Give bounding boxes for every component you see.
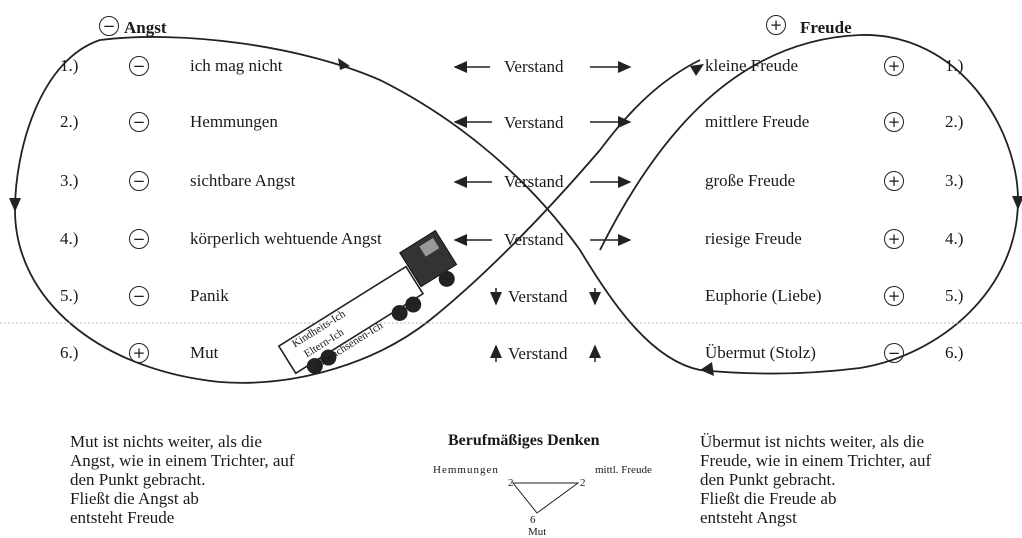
right-row-number: 2.) — [945, 112, 964, 131]
loop-arrow-top-right — [690, 64, 704, 76]
right-explanation-line: Übermut ist nichts weiter, als die — [700, 432, 925, 451]
truck-window — [419, 237, 440, 257]
left-explanation-line: Fließt die Angst ab — [70, 489, 199, 508]
left-row-label: ich mag nicht — [190, 56, 283, 75]
left-row-label: sichtbare Angst — [190, 171, 296, 190]
right-explanation-line: Fließt die Freude ab — [700, 489, 837, 508]
left-row-label: körperlich wehtuende Angst — [190, 229, 382, 248]
verstand-arrows — [453, 61, 632, 362]
plus-symbol: + — [884, 112, 904, 132]
minus-symbol: − — [129, 112, 149, 132]
triangle-bottom-label: Mut — [528, 526, 547, 538]
left-row-label: Mut — [190, 343, 219, 362]
triangle-left-label: Hemmungen — [433, 464, 499, 476]
right-row-label: Übermut (Stolz) — [705, 343, 816, 362]
plus-symbol: + — [766, 15, 786, 35]
loop-arrow-top-left — [338, 58, 350, 70]
triangle-title: Berufmäßiges Denken — [448, 432, 600, 449]
left-explanation-line: entsteht Freude — [70, 508, 175, 527]
loop-arrow-bottom-right — [700, 362, 714, 376]
triangle-bottom-value: 6 — [530, 514, 536, 526]
right-row-label: kleine Freude — [705, 56, 798, 75]
right-row-number: 5.) — [945, 286, 964, 305]
left-row-label: Panik — [190, 286, 229, 305]
verstand-label: Verstand — [508, 344, 568, 363]
plus-symbol: + — [884, 56, 904, 76]
verstand-label: Verstand — [504, 230, 564, 249]
loop-arrow-left — [9, 198, 21, 212]
loop-path — [14, 34, 1019, 384]
right-explanation-line: Freude, wie in einem Trichter, auf — [700, 451, 932, 470]
truck-wheel — [405, 296, 422, 313]
verstand-label: Verstand — [508, 287, 568, 306]
truck-wheel — [306, 358, 323, 375]
loop-arrow-right — [1012, 196, 1022, 210]
right-explanation: Übermut ist nichts weiter, als die Freud… — [700, 432, 931, 527]
truck-illustration — [277, 229, 458, 375]
right-explanation-line: entsteht Angst — [700, 508, 797, 527]
left-explanation-line: den Punkt gebracht. — [70, 470, 206, 489]
right-row-number: 4.) — [945, 229, 964, 248]
truck-wheel — [320, 349, 337, 366]
right-row-label: riesige Freude — [705, 229, 802, 248]
plus-symbol: + — [884, 286, 904, 306]
plus-symbol: + — [884, 171, 904, 191]
left-row-number: 3.) — [60, 171, 79, 190]
truck-wheel — [391, 305, 408, 322]
truck-wheel — [438, 270, 455, 287]
left-row-number: 5.) — [60, 286, 79, 305]
minus-symbol: − — [129, 56, 149, 76]
left-explanation-line: Angst, wie in einem Trichter, auf — [70, 451, 295, 470]
left-explanation-line: Mut ist nichts weiter, als die — [70, 432, 262, 451]
right-row-number: 6.) — [945, 343, 964, 362]
right-row-number: 3.) — [945, 171, 964, 190]
left-row-number: 1.) — [60, 56, 79, 75]
verstand-label: Verstand — [504, 172, 564, 191]
plus-symbol: + — [884, 229, 904, 249]
minus-symbol: − — [129, 229, 149, 249]
left-row-number: 6.) — [60, 343, 79, 362]
right-row-label: Euphorie (Liebe) — [705, 286, 822, 305]
minus-symbol: − — [99, 16, 119, 36]
triangle-right-label: mittl. Freude — [595, 464, 652, 476]
right-header-title: Freude — [800, 18, 852, 37]
verstand-label: Verstand — [504, 113, 564, 132]
verstand-label: Verstand — [504, 57, 564, 76]
left-explanation: Mut ist nichts weiter, als die Angst, wi… — [70, 432, 295, 527]
left-header-title: Angst — [124, 18, 167, 37]
left-row-number: 4.) — [60, 229, 79, 248]
right-row-label: mittlere Freude — [705, 112, 810, 131]
left-row-number: 2.) — [60, 112, 79, 131]
minus-symbol: − — [129, 286, 149, 306]
left-row-label: Hemmungen — [190, 112, 278, 131]
right-row-label: große Freude — [705, 171, 796, 190]
triangle-right-value: 2 — [580, 477, 586, 489]
right-row-number: 1.) — [945, 56, 964, 75]
plus-symbol: + — [129, 343, 149, 363]
truck-trailer — [277, 265, 425, 375]
minus-symbol: − — [884, 343, 904, 363]
right-explanation-line: den Punkt gebracht. — [700, 470, 836, 489]
minus-symbol: − — [129, 171, 149, 191]
triangle-left-value: 2 — [508, 477, 514, 489]
